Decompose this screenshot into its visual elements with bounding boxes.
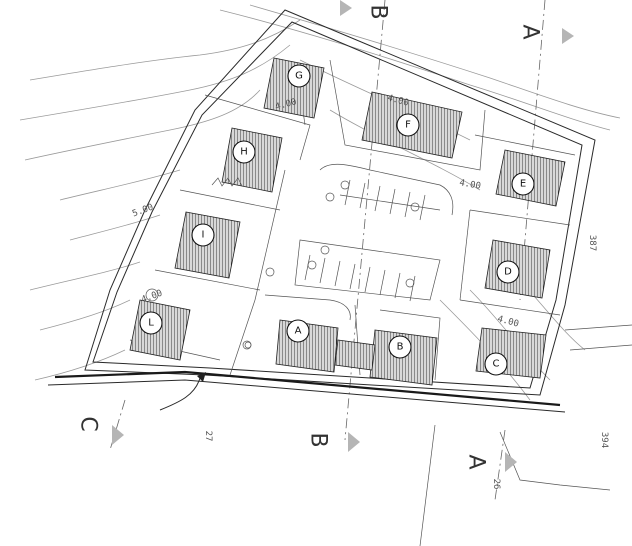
svg-text:I: I [202,230,205,241]
section-marker-b-bottom: B [306,432,360,452]
buildings [129,57,566,386]
svg-text:L: L [148,318,154,329]
unit-label-c: C [484,352,508,376]
svg-text:F: F [405,120,411,131]
svg-text:C: C [493,359,500,370]
svg-text:C: C [76,416,101,431]
svg-text:E: E [520,179,526,190]
svg-text:D: D [504,267,512,278]
svg-text:B: B [306,432,331,447]
section-markers: B A C B A [76,0,574,472]
unit-label-i: I [191,223,215,247]
section-marker-a-top: A [518,24,574,44]
svg-text:27: 27 [203,431,213,442]
svg-text:4.00: 4.00 [496,314,520,329]
svg-text:26: 26 [491,479,501,490]
svg-text:A: A [518,24,543,39]
unit-label-h: H [232,140,256,164]
unit-label-d: D [496,260,520,284]
unit-label-l: L [139,311,163,335]
parking-bays [304,179,426,302]
unit-label-b: B [388,335,412,359]
road-edge [47,370,566,413]
building-ab-link [334,339,376,371]
svg-text:5.00: 5.00 [131,203,155,220]
section-marker-b-top: B [340,0,391,20]
svg-text:387: 387 [587,235,597,251]
section-marker-c-bottom: C [76,416,124,445]
unit-labels: G F H E I D L A B C [139,64,535,376]
svg-text:B: B [366,4,391,19]
unit-label-e: E [511,172,535,196]
dimension-labels: 387 394 27 26 [203,235,609,490]
scribble-marks [211,177,243,187]
svg-text:A: A [464,454,489,469]
unit-label-f: F [396,113,420,137]
svg-text:G: G [295,71,303,82]
unit-label-a: A [286,319,310,343]
section-marker-a-bottom: A [464,452,517,472]
svg-text:A: A [295,326,302,337]
svg-text:B: B [397,342,404,353]
svg-text:394: 394 [599,432,609,448]
parking-markers [242,180,420,350]
access-arrow [159,372,206,411]
svg-text:4.00: 4.00 [458,178,481,192]
unit-label-g: G [287,64,311,88]
contour-labels: 4.00 4.00 4.00 5.00 4.00 4.00 [131,93,520,329]
svg-text:H: H [240,147,248,158]
